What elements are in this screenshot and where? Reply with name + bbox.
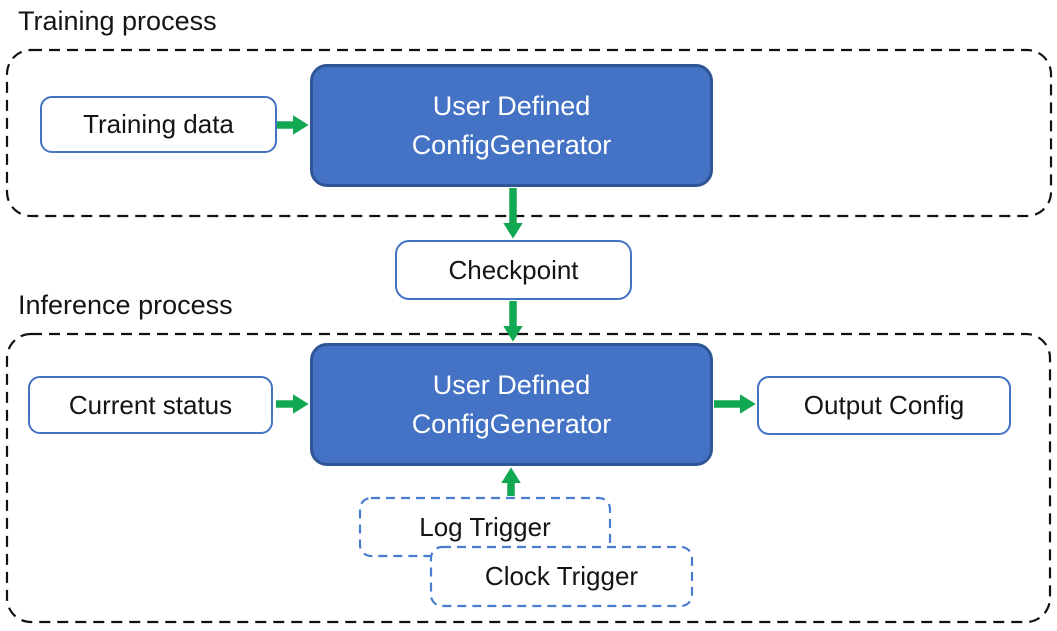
training-process-label: Training process bbox=[18, 6, 217, 36]
config-generator-inference-box: User Defined ConfigGenerator bbox=[310, 343, 713, 466]
inference-container bbox=[5, 332, 1052, 624]
clock-trigger-box bbox=[429, 545, 694, 608]
config-generator-training-line2: ConfigGenerator bbox=[411, 129, 612, 160]
config-generator-inference-line1: User Defined bbox=[432, 369, 591, 400]
config-generator-inference-line2: ConfigGenerator bbox=[411, 408, 612, 439]
inference-process-label: Inference process bbox=[18, 290, 233, 320]
checkpoint-box: Checkpoint bbox=[395, 240, 632, 300]
training-data-box: Training data bbox=[40, 96, 277, 153]
current-status-box: Current status bbox=[28, 376, 273, 434]
config-generator-training-box: User Defined ConfigGenerator bbox=[310, 64, 713, 187]
output-config-box: Output Config bbox=[757, 376, 1011, 435]
log-trigger-label: Log Trigger bbox=[419, 511, 551, 542]
clock-trigger-label: Clock Trigger bbox=[484, 561, 639, 591]
config-generator-training-line1: User Defined bbox=[432, 90, 591, 121]
